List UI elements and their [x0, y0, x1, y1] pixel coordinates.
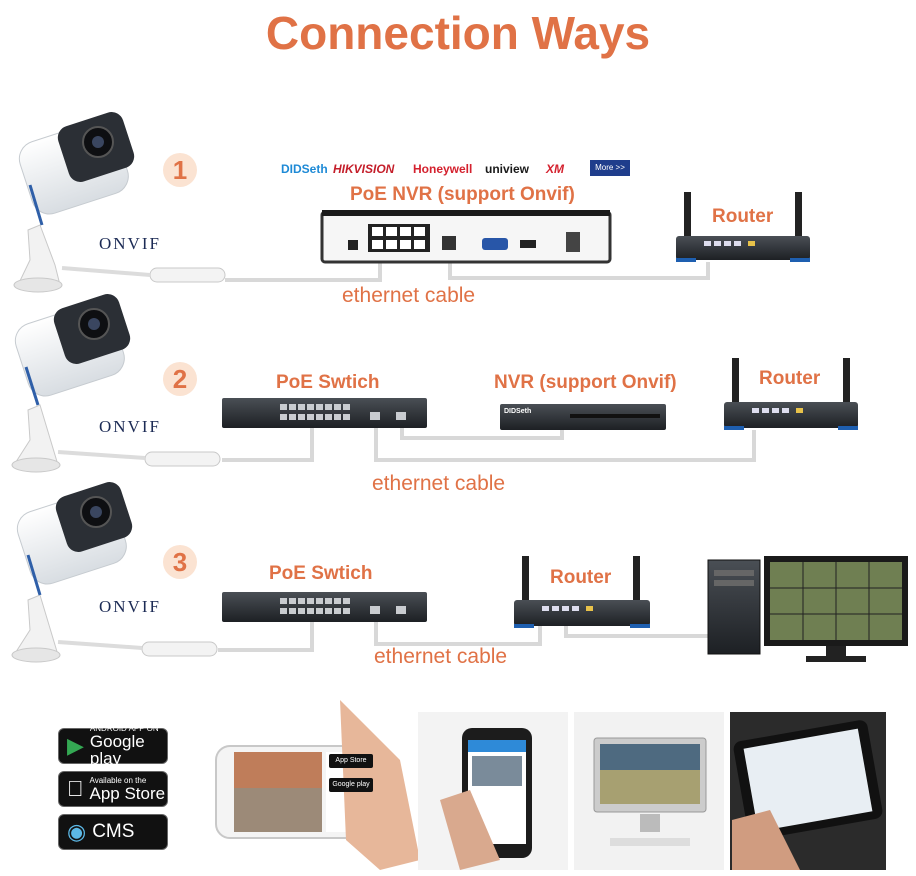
router-1 [676, 192, 810, 262]
poe-nvr-label: PoE NVR (support Onvif) [350, 184, 575, 205]
step-number-2: 2 [163, 362, 197, 396]
imac-photo [574, 712, 724, 870]
brand-uniview: uniview [485, 162, 530, 176]
page-title: Connection Ways [265, 7, 651, 59]
step-number-1: 1 [163, 153, 197, 187]
phone-vertical-photo [418, 712, 568, 870]
cms-camera-icon: ◉ [67, 819, 87, 844]
poe-switch-2 [222, 398, 427, 428]
camera-3 [11, 482, 218, 663]
poe-switch-label-3: PoE Swtich [269, 563, 373, 584]
brand-didseth: DIDSeth [281, 162, 328, 176]
brand-xm: XM [546, 162, 564, 176]
tablet-photo [730, 712, 886, 870]
onvif-logo-3: ONVIF [99, 597, 161, 616]
google-play-small-text: ANDROID APP ON [89, 724, 159, 733]
onvif-logo-1: ONVIF [99, 234, 161, 253]
onvif-logo-2: ONVIF [99, 417, 161, 436]
cable-row2 [222, 428, 756, 462]
router-label-1: Router [712, 206, 774, 227]
phone-app-store-badge: App Store [329, 754, 373, 768]
google-play-icon: ▶ [67, 733, 84, 758]
step-number-3: 3 [163, 545, 197, 579]
router-label-3: Router [550, 567, 612, 588]
router-3 [514, 556, 650, 628]
router-label-2: Router [759, 368, 821, 389]
poe-switch-label-2: PoE Swtich [276, 372, 380, 393]
phone-horizontal-photo [215, 700, 420, 870]
app-store-big-text: App Store [73, 783, 166, 803]
poe-switch-3 [222, 592, 427, 622]
router-2 [724, 358, 858, 430]
apple-icon:  [67, 776, 84, 802]
phone-google-play-badge: Google play [329, 778, 373, 792]
nvr-device-2 [500, 404, 666, 430]
app-store-small-text: Available on the [73, 775, 147, 785]
camera-1 [13, 112, 226, 293]
nvr-label-2: NVR (support Onvif) [494, 372, 677, 393]
camera-2 [11, 294, 221, 473]
nvr-brand-text: DIDSeth [504, 408, 532, 415]
brand-honeywell: Honeywell [413, 162, 473, 176]
cms-badge[interactable]: ◉ CMS [58, 814, 168, 850]
desktop-pc [707, 556, 908, 662]
poe-nvr-device [320, 210, 612, 264]
cms-text: CMS [92, 821, 135, 842]
google-play-big-text: Google play [89, 732, 145, 768]
google-play-badge[interactable]: ▶ ANDROID APP ON Google play [58, 724, 168, 768]
cable-label-3: ethernet cable [374, 645, 508, 668]
brand-hikvision: HIKVISION [333, 162, 395, 176]
more-brands-button[interactable]: More >> [590, 160, 630, 176]
cable-label-2: ethernet cable [372, 472, 506, 495]
app-store-badge[interactable]:  Available on the App Store [58, 771, 168, 807]
cable-label-1: ethernet cable [342, 284, 476, 307]
